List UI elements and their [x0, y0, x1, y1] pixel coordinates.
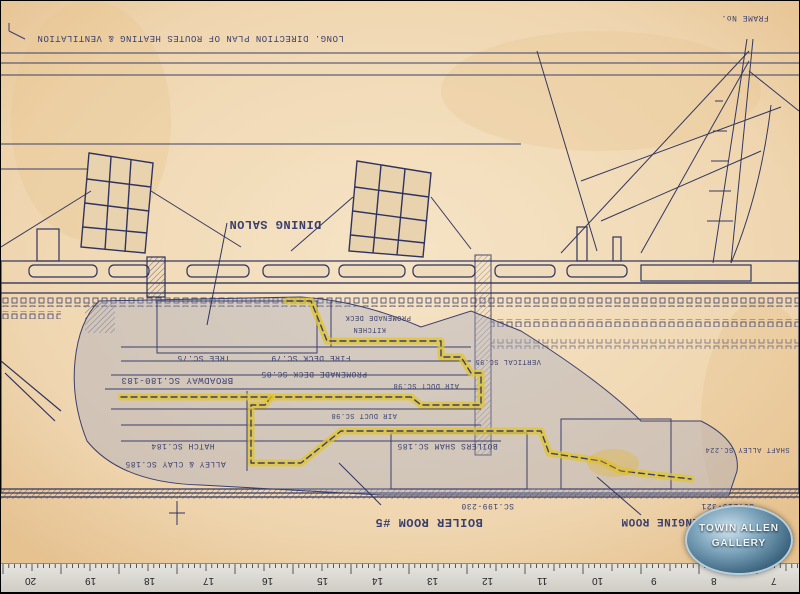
ruler-number: 19 — [85, 575, 97, 586]
frame-mark: FRAME No. — [721, 13, 769, 22]
ruler-number: 11 — [537, 575, 548, 586]
interior-decks — [105, 300, 672, 490]
gallery-watermark: TOWIN ALLEN GALLERY — [685, 505, 793, 575]
label-fire-deck: FIRE DECK SC.79 — [271, 353, 351, 362]
ruler-number: 7 — [771, 575, 777, 586]
label-alley-duct: AIR DUCT SC.98 — [331, 411, 397, 419]
duct-routes — [117, 297, 695, 483]
ruler-number: 15 — [317, 575, 329, 586]
label-vertical-shaft: VERTICAL SC.95 — [475, 357, 541, 365]
ruler-number: 16 — [262, 575, 274, 586]
label-alley-shaft: ALLEY & CLAY SC.185 — [125, 459, 226, 468]
watermark-line1: TOWIN ALLEN — [699, 523, 779, 534]
measuring-ruler: 20 19 18 17 16 15 14 13 12 11 10 9 8 7 — [1, 563, 799, 592]
funnels — [80, 152, 432, 258]
ruler-number: 10 — [592, 575, 604, 586]
label-boilers: BOILERS SHAM SC.185 — [397, 441, 498, 450]
plan-title: LONG. DIRECTION PLAN OF ROUTES HEATING &… — [37, 33, 344, 43]
label-promenade-deck: PROMENADE DECK — [345, 313, 411, 321]
ruler-number: 20 — [25, 575, 37, 586]
ship-section-drawing — [1, 1, 799, 563]
label-broadway: BROADWAY SC.180-183 — [121, 375, 234, 385]
label-air-duct: AIR DUCT SC.98 — [393, 381, 459, 389]
ruler-ticks — [2, 564, 798, 574]
ruler-number: 14 — [372, 575, 384, 586]
label-tree: TREE SC.75 — [177, 353, 231, 362]
label-kitchen: KITCHEN — [353, 325, 386, 333]
label-shaft-alley: SHAFT ALLEY SC.224 — [705, 445, 790, 453]
label-boiler-room: BOILER ROOM #5 — [375, 515, 483, 529]
watermark-line2: GALLERY — [711, 538, 767, 549]
ruler-number: 13 — [427, 575, 439, 586]
ruler-number: 17 — [203, 575, 215, 586]
ruler-number: 12 — [482, 575, 494, 586]
ruler-number: 9 — [651, 575, 657, 586]
rigging — [1, 38, 799, 264]
ruler-number: 18 — [144, 575, 156, 586]
label-hatch: HATCH SC.184 — [151, 441, 215, 450]
label-boiler-room-frames: SC.199-230 — [461, 501, 515, 510]
ruler-number: 8 — [711, 575, 717, 586]
paper-background — [1, 1, 799, 563]
frame-marker — [169, 222, 642, 525]
header-lines — [1, 23, 799, 170]
label-dining-salon: DINING SALON — [229, 217, 322, 231]
label-main-deck: PROMENADE DECK SC.85 — [261, 369, 368, 378]
